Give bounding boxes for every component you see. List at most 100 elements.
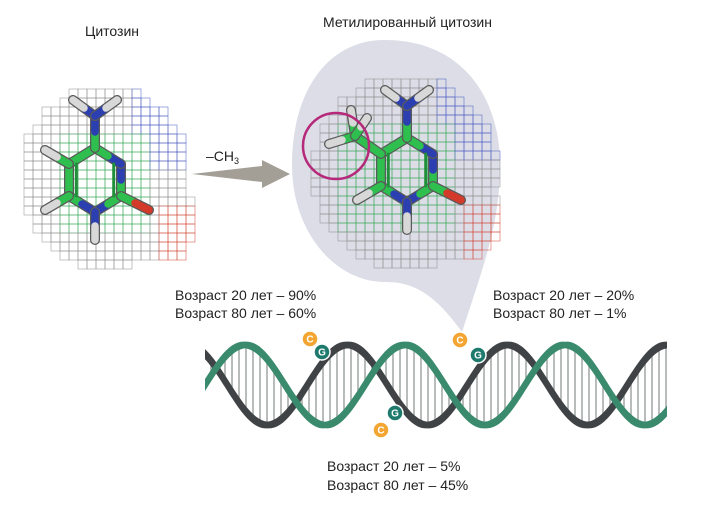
mesh-cell [113,250,124,261]
mesh-cell [167,160,178,171]
mesh-cell [158,196,169,207]
mesh-cell [41,232,52,243]
cytosine-molecule [40,95,154,245]
mesh-cell [140,133,151,144]
mesh-cell [23,169,34,180]
mesh-cell [59,214,70,225]
mesh-cell [140,232,151,243]
mesh-cell [149,187,160,198]
mesh-cell [77,250,88,261]
mesh-cell [149,115,160,126]
mesh-cell [149,178,160,189]
mesh-cell [23,142,34,153]
mesh-cell [131,241,142,252]
mesh-cell [113,124,124,135]
mesh-cell [149,169,160,180]
mesh-cell [41,178,52,189]
mesh-cell [122,223,133,234]
mesh-cell [104,214,115,225]
methyl-group-label: –CH3 [206,148,240,166]
mesh-cell [149,151,160,162]
mesh-cell [50,169,61,180]
bond-half [41,146,61,161]
mesh-cell [68,133,79,144]
mesh-cell [59,133,70,144]
mesh-cell [158,241,169,252]
mesh-cell [32,169,43,180]
mesh-cell [68,115,79,126]
mesh-cell [140,214,151,225]
mesh-cell [86,160,97,171]
mesh-cell [50,115,61,126]
mesh-cell [59,223,70,234]
mesh-cell [59,250,70,261]
mesh-cell [32,133,43,144]
mesh-cell [104,250,115,261]
mesh-cell [158,232,169,243]
mesh-cell [149,106,160,117]
mesh-cell [59,241,70,252]
mesh-cell [59,142,70,153]
mesh-cell [185,205,196,216]
mesh-cell [149,223,160,234]
mesh-cell [23,178,34,189]
mesh-cell [167,232,178,243]
mesh-cell [59,205,70,216]
mesh-cell [77,88,88,99]
mesh-cell [167,187,178,198]
mesh-cell [122,151,133,162]
mesh-cell [140,187,151,198]
mesh-cell [158,106,169,117]
mesh-cell [23,205,34,216]
mesh-cell [185,232,196,243]
mesh-cell [32,223,43,234]
mesh-cell [131,214,142,225]
stat-bottom-line2: Возраст 80 лет – 45% [327,477,469,493]
mesh-cell [185,223,196,234]
mesh-cell [86,250,97,261]
mesh-cell [32,196,43,207]
mesh-cell [41,106,52,117]
mesh-cell [490,177,501,188]
mesh-cell [140,142,151,153]
mesh-cell [50,124,61,135]
methylated-cytosine-title: Метилированный цитозин [323,14,492,30]
mesh-cell [131,142,142,153]
mesh-cell [104,133,115,144]
mesh-cell [158,160,169,171]
marker-circle [301,330,319,348]
mesh-cell [167,124,178,135]
marker-circle [386,404,404,422]
marker-circle [451,331,469,349]
mesh-cell [176,187,187,198]
mesh-cell [140,169,151,180]
methyl-group-highlight-circle [301,111,371,181]
mesh-cell [158,250,169,261]
stat-left-line1: Возраст 20 лет – 90% [175,287,317,303]
marker-circle [469,346,487,364]
mesh-cell [95,169,106,180]
mesh-cell [59,232,70,243]
mesh-cell [158,223,169,234]
mesh-cell [149,241,160,252]
mesh-cell [113,259,124,270]
mesh-cell [140,250,151,261]
mesh-cell [167,223,178,234]
mesh-cell [149,232,160,243]
mesh-cell [131,106,142,117]
mesh-cell [50,178,61,189]
mesh-cell [167,214,178,225]
mesh-cell [104,124,115,135]
mesh-cell [149,196,160,207]
mesh-cell [140,151,151,162]
mesh-cell [140,106,151,117]
mesh-cell [140,115,151,126]
mesh-cell [176,232,187,243]
mesh-cell [167,250,178,261]
mesh-cell [104,115,115,126]
mesh-cell [167,241,178,252]
mesh-cell [427,258,438,269]
mesh-cell [149,214,160,225]
mesh-cell [158,133,169,144]
mesh-cell [122,205,133,216]
